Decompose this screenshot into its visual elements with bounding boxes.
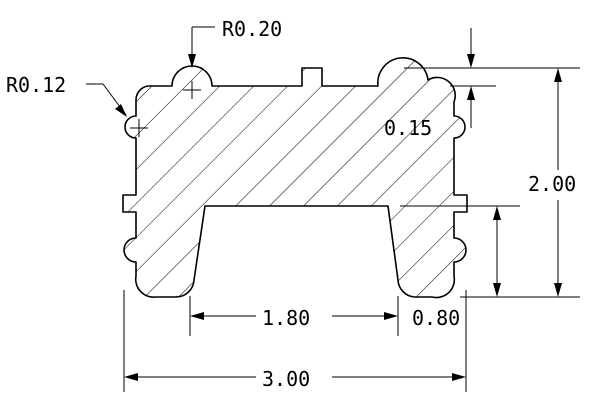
radius-center-small [130,119,148,137]
label-dim-180: 1.80 [262,306,310,330]
dim-180-lines [189,296,399,336]
label-dim-080: 0.80 [412,306,460,330]
radius-center-large [183,81,201,99]
dim-015-lines [404,28,580,128]
section-outline [122,57,468,299]
section-hatching [123,57,467,298]
label-dim-200: 2.00 [528,172,576,196]
dim-200-lines [460,68,580,298]
leader-r-small [86,83,127,117]
dim-300-lines [123,290,467,392]
label-r-large: R0.20 [222,17,282,41]
label-dim-300: 3.00 [262,367,310,391]
label-r-small: R0.12 [6,73,66,97]
label-dim-015: 0.15 [384,116,432,140]
leader-r-large [188,26,215,68]
dim-080-lines [400,205,520,297]
